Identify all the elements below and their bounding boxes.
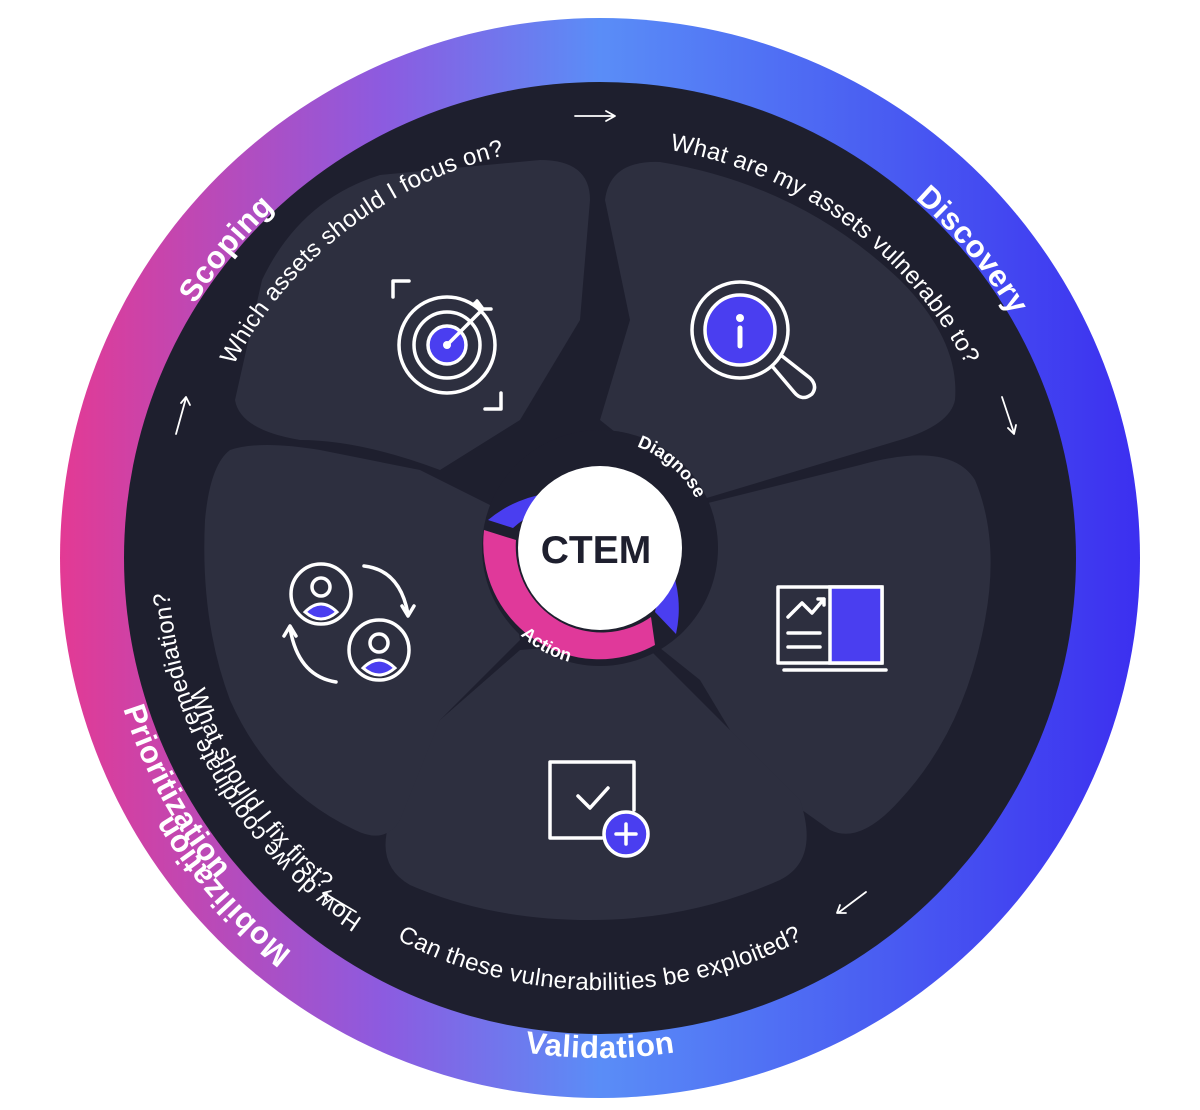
segment-prioritization[interactable]	[650, 455, 991, 834]
action-arc	[483, 530, 655, 660]
target-icon	[391, 279, 503, 411]
arrow-icon	[1001, 396, 1017, 435]
center-title: CTEM	[541, 529, 652, 572]
magnifier-info-icon	[690, 280, 817, 400]
report-book-icon	[776, 585, 888, 672]
stage-name-validation: Validation	[524, 1025, 677, 1065]
segment-validation[interactable]	[385, 640, 807, 920]
center-disc	[518, 466, 682, 630]
inner-ring	[482, 430, 718, 666]
arrow-icon	[322, 890, 357, 913]
segment-mobilization[interactable]	[204, 445, 520, 836]
arrow-icon	[574, 110, 616, 122]
segment-discovery[interactable]	[600, 161, 956, 500]
users-cycle-icon	[282, 562, 416, 684]
arrow-icon	[175, 396, 191, 435]
arrow-icon	[836, 891, 867, 914]
checkbox-plus-icon	[548, 760, 650, 858]
